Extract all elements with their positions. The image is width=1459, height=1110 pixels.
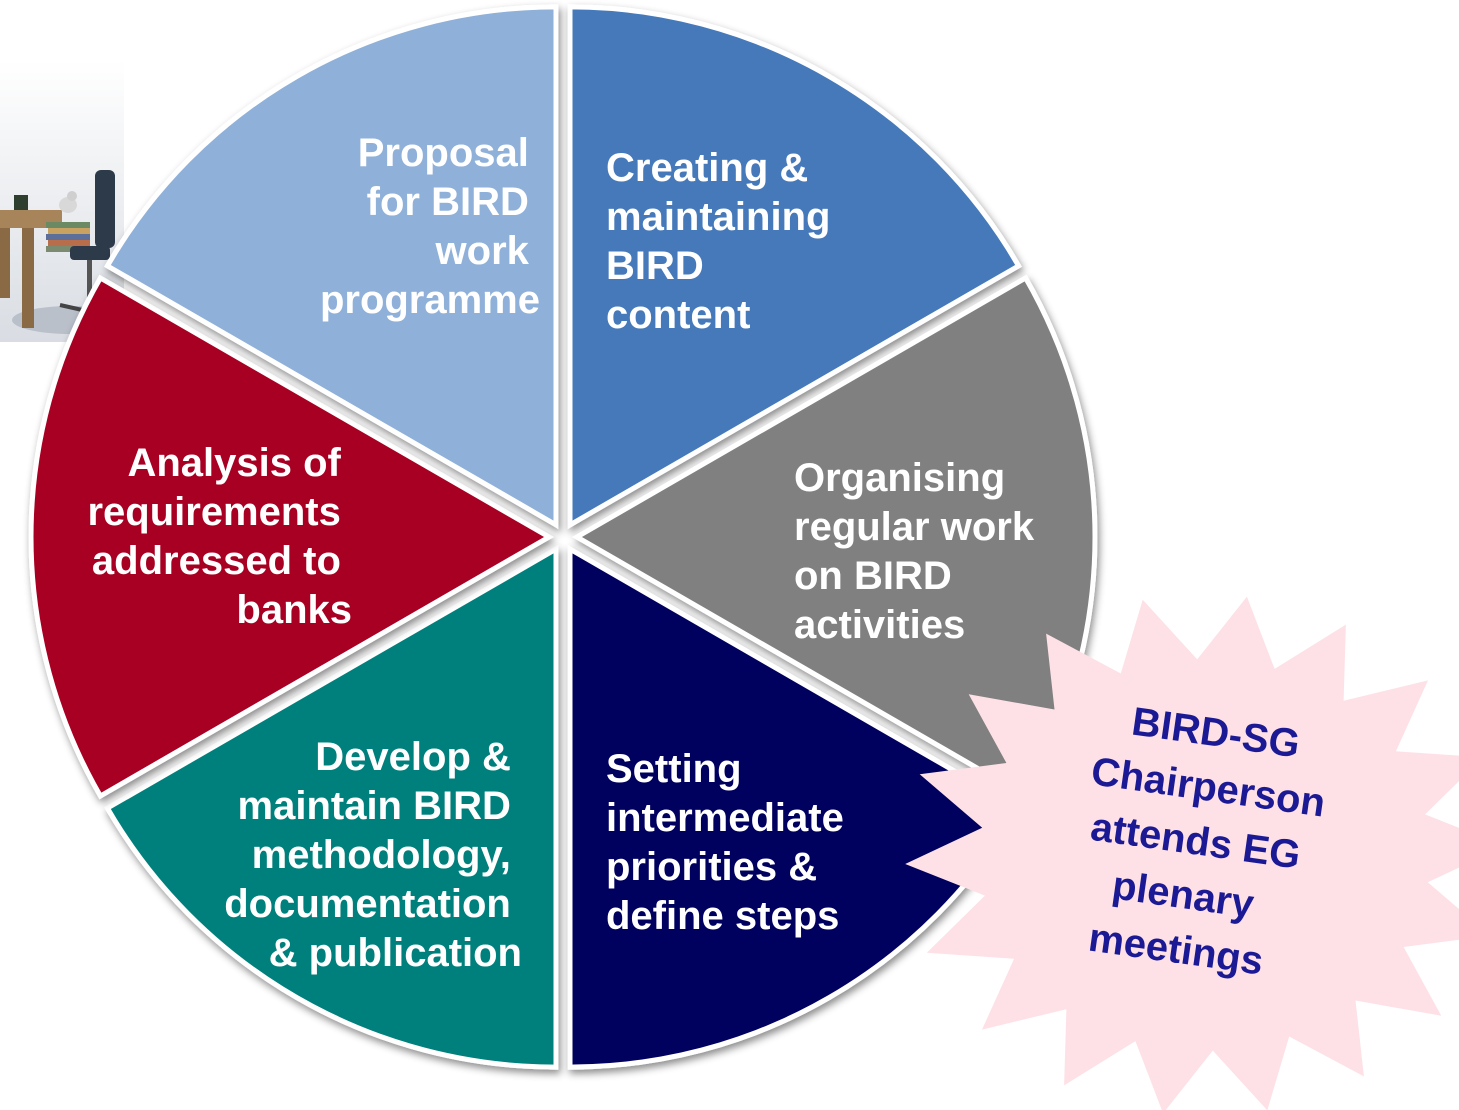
segment-label-analysis: Analysis of requirements addressed to ba… xyxy=(87,441,352,632)
segment-proposal xyxy=(567,4,1023,530)
segment-analysis xyxy=(103,4,559,530)
segment-setting xyxy=(103,544,559,1070)
cycle-labels: Proposal for BIRD work programme Creatin… xyxy=(87,131,1045,975)
segment-label-creating: Creating & maintaining BIRD content xyxy=(606,146,842,337)
segment-label-organising: Organising regular work on BIRD activiti… xyxy=(794,456,1045,647)
segment-label-setting: Setting intermediate priorities & define… xyxy=(606,747,855,938)
cycle-pie xyxy=(28,4,1098,1070)
office-desk-icon xyxy=(0,60,128,342)
segment-label-proposal: Proposal for BIRD work programme xyxy=(320,131,540,322)
segment-develop xyxy=(28,274,554,800)
segment-label-develop: Develop & maintain BIRD methodology, doc… xyxy=(224,735,522,975)
starburst-shape xyxy=(905,596,1459,1110)
chairperson-starburst: BIRD-SG Chairperson attends EG plenary m… xyxy=(905,596,1459,1110)
